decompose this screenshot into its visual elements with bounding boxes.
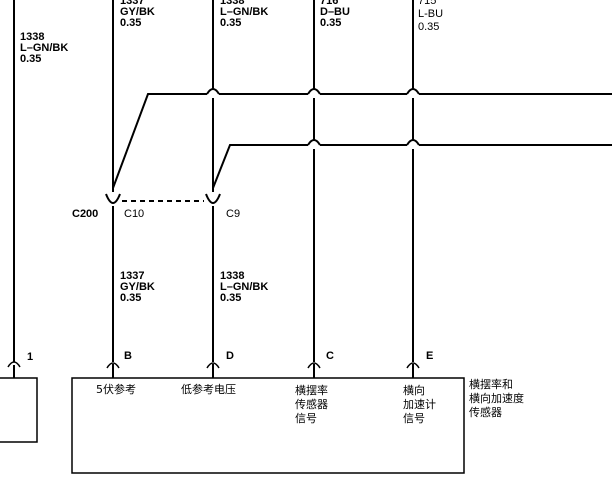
terminal-pin-b — [106, 362, 120, 369]
hop-c-row2 — [307, 139, 321, 146]
hop-e-row2 — [406, 139, 420, 146]
pin-c-function-line-3: 信号 — [295, 412, 317, 425]
wire-label-far-left-circuit: 1338 — [20, 31, 44, 43]
wire-label-d-top-circuit: 1338 — [220, 0, 244, 7]
sensor-module-box — [71, 377, 465, 474]
wire-label-c-top-color: D–BU — [320, 6, 350, 18]
wire-label-b-bottom-color: GY/BK — [120, 281, 155, 293]
wire-label-e-top-color: L-BU — [418, 8, 443, 20]
pin-e-function-line-1: 横向 — [403, 383, 425, 397]
pin-e-function-line-2: 加速计 — [403, 398, 436, 411]
wire-label-far-left-color: L–GN/BK — [20, 42, 68, 54]
pin-1-label: 1 — [27, 351, 33, 363]
wire-label-c-top-circuit: 716 — [320, 0, 338, 7]
connector-pin-c10-label: C10 — [124, 208, 144, 220]
pin-d-function: 低参考电压 — [181, 382, 236, 396]
wire-label-e-top-circuit: 715 — [418, 0, 436, 7]
module-name-line-1: 横摆率和 — [469, 377, 513, 391]
wire-label-d-top-size: 0.35 — [220, 17, 241, 29]
route-wire-2 — [212, 144, 612, 189]
wire-label-d-bottom-size: 0.35 — [220, 292, 241, 304]
wire-label-c-top-size: 0.35 — [320, 17, 341, 29]
connector-name: C200 — [72, 208, 98, 220]
wire-label-b-top-circuit: 1337 — [120, 0, 144, 7]
pin-e-function-line-3: 信号 — [403, 412, 425, 425]
wire-label-far-left-size: 0.35 — [20, 53, 41, 65]
wire-label-d-top-color: L–GN/BK — [220, 6, 268, 18]
pin-e-label: E — [426, 350, 433, 362]
pin-b-label: B — [124, 350, 132, 362]
hop-e-row1 — [406, 88, 420, 95]
terminal-pin-d — [206, 362, 220, 369]
wire-label-e-top-size: 0.35 — [418, 21, 439, 33]
connector-pin-c10 — [105, 193, 121, 204]
terminal-pin-e — [406, 362, 420, 369]
pin-c-label: C — [326, 350, 334, 362]
wire-label-b-bottom-size: 0.35 — [120, 292, 141, 304]
terminal-pin-1 — [7, 361, 21, 368]
module-name-line-2: 横向加速度 — [469, 391, 524, 405]
wire-label-b-top-color: GY/BK — [120, 6, 155, 18]
wire-label-b-bottom-circuit: 1337 — [120, 270, 144, 282]
pin-d-label: D — [226, 350, 234, 362]
hop-c-row1 — [307, 88, 321, 95]
wire-label-b-top-size: 0.35 — [120, 17, 141, 29]
pin-c-function-line-1: 横摆率 — [295, 383, 328, 397]
pin-b-function: 5伏参考 — [96, 382, 136, 396]
wire-label-d-bottom-color: L–GN/BK — [220, 281, 268, 293]
pin-c-function-line-2: 传感器 — [295, 398, 328, 411]
connector-pin-c9-label: C9 — [226, 208, 240, 220]
terminal-pin-c — [307, 362, 321, 369]
connector-pin-c9 — [205, 193, 221, 204]
hop-d-row1 — [206, 88, 220, 95]
left-module-box — [0, 377, 38, 443]
wire-label-d-bottom-circuit: 1338 — [220, 270, 244, 282]
module-name-line-3: 传感器 — [469, 406, 502, 419]
route-wire-1 — [112, 93, 612, 189]
